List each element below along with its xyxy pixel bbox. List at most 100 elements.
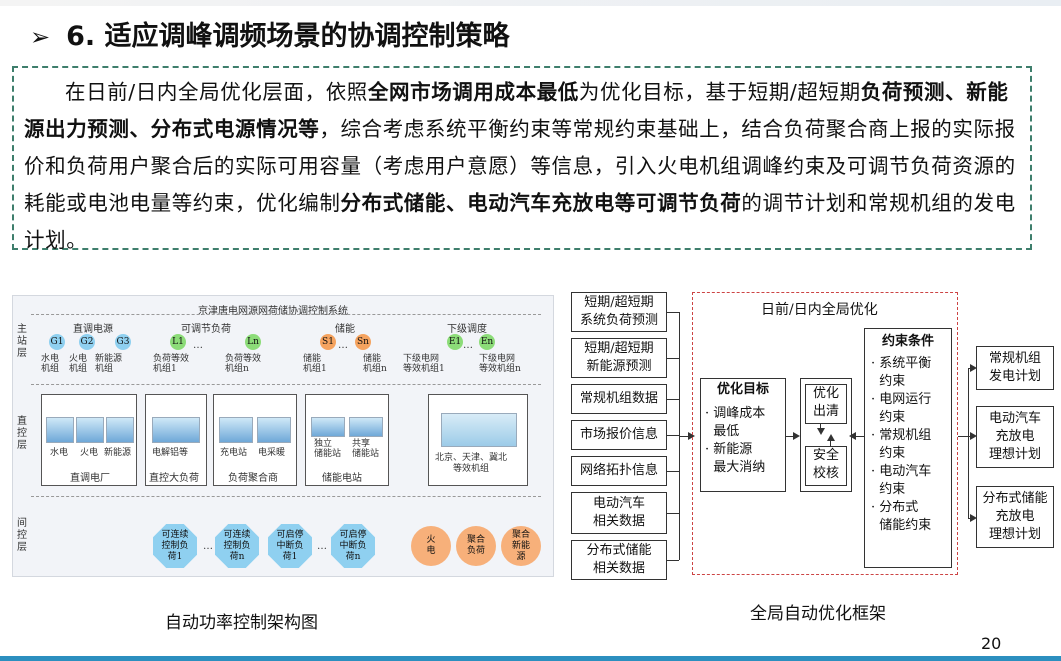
slide-title-text: 6. 适应调峰调频场景的协调控制策略 [66,21,510,52]
indirect-load: 可启停 中断负 荷n [331,524,375,568]
input-box: 短期/超短期 新能源预测 [571,338,667,378]
ellipsis: … [463,340,473,351]
box-regional: 北京、天津、冀北 等效机组 [428,394,528,486]
tile-label: 火电 [80,448,99,458]
node-label: 下级电网 等效机组1 [403,354,445,374]
ellipsis: … [338,340,348,351]
ellipsis: … [317,541,327,552]
layer-main: 主 站 层 [17,324,27,359]
bullet-arrow-icon: ➢ [30,23,51,51]
tile-label: 电采暖 [258,448,286,458]
summary-box: 在日前/日内全局优化层面，依照全网市场调用成本最低为优化目标，基于短期/超短期负… [12,66,1032,252]
summary-bold-2: 负荷预测、新能源出力预测、分布式电源情况等 [24,80,1009,141]
node-label: 负荷等效 机组n [225,354,262,374]
box-storage: 独立 储能站 共享 储能站 储能电站 [305,394,389,486]
objective-item: · 新能源 最大消纳 [705,442,766,475]
box-large-load: 电解铝等 直控大负荷 [145,394,207,486]
input-box: 短期/超短期 系统负荷预测 [571,292,667,332]
node-l1: L1 [170,334,186,350]
frame-title: 日前/日内全局优化 [761,302,878,318]
box-aggregator: 充电站 电采暖 负荷聚合商 [213,394,297,486]
group-label: 下级调度 [447,324,487,335]
summary-text-4: 的调节计划和常规机组的发电计划。 [24,191,1016,252]
node-s1: S1 [320,334,336,350]
indirect-load: 可启停 中断负 荷1 [268,524,312,568]
arrow-right-icon [970,364,977,372]
arrow-down-icon [817,428,825,435]
framework-caption: 全局自动优化框架 [750,604,886,624]
output-box: 常规机组 发电计划 [976,346,1054,390]
box-label: 直调电厂 [70,473,110,484]
node-label: 储能 机组1 [303,354,327,374]
objective-item: · 调峰成本 最低 [705,406,766,439]
constraints-box: 约束条件 · 系统平衡 约束 · 电网运行 约束 · 常规机组 约束 · 电动汽… [864,328,952,568]
arch-header: 京津唐电网源网荷储协调控制系统 [198,306,348,317]
constraints-title: 约束条件 [881,334,934,349]
node-e1: E1 [447,334,463,350]
layer-direct: 直 控 层 [17,416,27,451]
box-label: 直控大负荷 [149,473,199,484]
clearing-box: 优化 出清 [805,384,847,424]
node-ln: Ln [245,334,261,350]
summary-bold-1: 全网市场调用成本最低 [367,80,579,104]
box-label: 北京、天津、冀北 等效机组 [435,453,508,474]
node-g3: G3 [115,334,131,350]
page-number: 20 [981,634,1002,653]
optimization-frame: 日前/日内全局优化 [692,292,958,575]
summary-text-1: 在日前/日内全局优化层面，依照 [65,80,368,104]
group-label: 直调电源 [73,324,113,335]
summary-bold-3: 分布式储能、电动汽车充放电等可调节负荷 [340,191,742,215]
tile-label: 独立 储能站 [314,439,342,459]
box-label: 负荷聚合商 [228,473,278,484]
constraint-item: · 分布式 储能约束 [871,500,932,533]
summary-paragraph: 在日前/日内全局优化层面，依照全网市场调用成本最低为优化目标，基于短期/超短期负… [24,74,1020,259]
input-box: 网络拓扑信息 [571,456,667,486]
architecture-diagram: 京津唐电网源网荷储协调控制系统 主 站 层 直 控 层 间 控 层 直调电源 可… [12,295,554,577]
tile-label: 新能源 [104,448,132,458]
input-box: 常规机组数据 [571,384,667,414]
output-box: 分布式储能 充放电 理想计划 [976,486,1054,548]
optimization-framework: 短期/超短期 系统负荷预测 短期/超短期 新能源预测 常规机组数据 市场报价信息… [560,288,1057,588]
box-plant: 水电 火电 新能源 直调电厂 [41,394,137,486]
layer-indirect: 间 控 层 [17,518,27,553]
arrow-right-icon [688,432,695,440]
indirect-load: 可连续 控制负 荷1 [153,524,197,568]
indirect-source: 聚合 新能 源 [501,526,541,566]
node-label: 水电 机组 [41,354,60,374]
node-sn: Sn [355,334,371,350]
top-strip [0,0,1061,6]
electrolysis-tile [152,417,200,443]
node-label: 负荷等效 机组1 [153,354,190,374]
arch-caption: 自动功率控制架构图 [165,613,318,633]
group-label: 可调节负荷 [181,324,231,335]
divider [31,314,541,315]
node-g2: G2 [79,334,95,350]
indirect-source: 聚合 负荷 [456,526,496,566]
node-g1: G1 [49,334,65,350]
tile-label: 电解铝等 [152,448,189,458]
summary-text-3: ，综合考虑系统平衡约束等常规约束基础上，结合负荷聚合商上报的实际报价和负荷用户聚… [24,117,1016,215]
arrow-right-icon [793,432,800,440]
box-label: 储能电站 [322,473,362,484]
heating-tile [257,417,291,443]
ellipsis: … [203,541,213,552]
constraint-item: · 常规机组 约束 [871,428,932,461]
node-label: 储能 机组n [363,354,387,374]
objective-title: 优化目标 [716,382,769,397]
storage-tile [311,417,345,437]
indirect-source: 火 电 [411,526,451,566]
node-label: 下级电网 等效机组n [479,354,521,374]
input-box: 电动汽车 相关数据 [571,492,667,534]
divider [31,384,541,385]
security-box: 安全 校核 [805,446,847,486]
arrow-right-icon [970,432,977,440]
summary-text-2: 为优化目标，基于短期/超短期 [578,80,861,104]
slide-title: ➢ 6. 适应调峰调频场景的协调控制策略 [30,14,510,53]
tile-label: 共享 储能站 [352,439,380,459]
storage-tile [349,417,383,437]
thermal-tile [76,417,104,443]
hydro-tile [46,417,74,443]
ellipsis: … [193,340,203,351]
input-box: 市场报价信息 [571,420,667,450]
arrow-right-icon [970,514,977,522]
